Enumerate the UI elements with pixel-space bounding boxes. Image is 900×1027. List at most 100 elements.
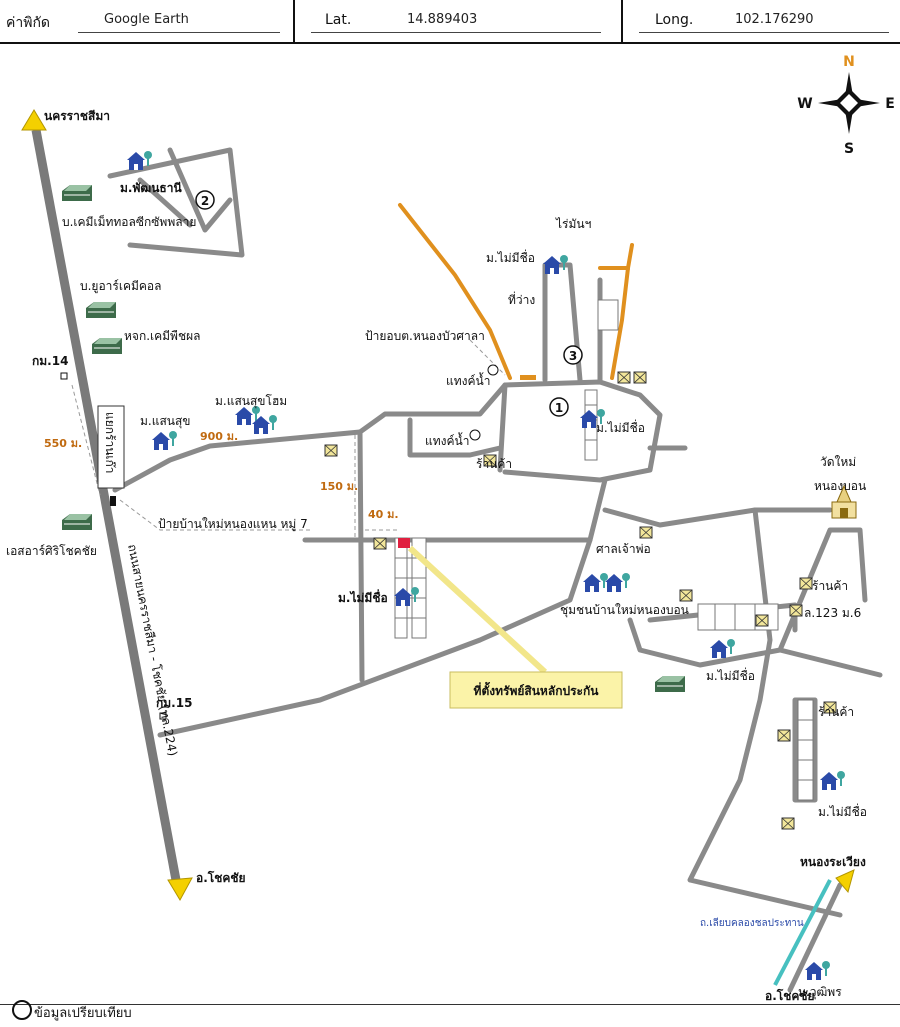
- location-map: ที่ตั้งทรัพย์สินหลักประกัน: [6, 54, 895, 1003]
- label-sansukhome: ม.แสนสุขโฮม: [215, 394, 287, 409]
- marker-1-icon: [549, 397, 569, 417]
- coord-label: ค่าพิกัด: [6, 15, 51, 31]
- label-km15: กม.15: [156, 696, 192, 710]
- house-icon: [543, 255, 568, 274]
- house-icon: [605, 573, 630, 592]
- shop-icon: [617, 371, 631, 384]
- factory-icon: [85, 301, 117, 319]
- label-chem-co: บ.เคมีเม็ททอลซีกซัพพลาย: [62, 214, 196, 229]
- lot-grids: [394, 299, 814, 801]
- marker-1-label: 1: [555, 401, 563, 415]
- compass-w: W: [797, 96, 812, 112]
- label-shop-2: ร้านค้า: [812, 579, 848, 593]
- label-sor-siri: เอสอาร์ศิริโชคชัย: [6, 544, 97, 558]
- collateral-label: ที่ตั้งทรัพย์สินหลักประกัน: [474, 681, 600, 698]
- orange-roads: [398, 203, 634, 380]
- distance-40: 40 ม.: [368, 508, 399, 521]
- shop-icon: [755, 614, 769, 627]
- compass-n: N: [843, 54, 855, 70]
- footer-label: ข้อมูลเปรียบเทียบ: [34, 1006, 132, 1021]
- long-underline: [639, 32, 889, 33]
- label-water-tank-1: แทงค์น้ำ: [446, 372, 490, 388]
- shop-icon: [633, 371, 647, 384]
- lat-underline: [311, 32, 601, 33]
- label-chokchai-left: อ.โชคชัย: [196, 870, 246, 885]
- water-tank-icon: [469, 429, 481, 441]
- header-bar: ค่าพิกัด Google Earth Lat. 14.889403 Lon…: [0, 0, 900, 44]
- house-icon: [820, 771, 845, 790]
- house-icon: [583, 573, 608, 592]
- label-km14: กม.14: [32, 354, 68, 368]
- house-icon: [152, 431, 177, 450]
- distance-900: 900 ม.: [200, 430, 238, 443]
- label-pesticide: หจก.เคมีพืชผล: [124, 329, 201, 343]
- shop-icon: [679, 589, 693, 602]
- footer-divider: [0, 1004, 900, 1005]
- label-nongrawiang: หนองระเวียง: [800, 855, 866, 869]
- label-noname-center: ม.ไม่มีชื่อ: [596, 419, 645, 435]
- distance-150: 150 ม.: [320, 480, 358, 493]
- marker-2-icon: [195, 190, 215, 210]
- marker-3-label: 3: [569, 349, 577, 363]
- label-sansuk: ม.แสนสุข: [140, 414, 191, 429]
- distance-labels: 550 ม. 900 ม. 150 ม. 40 ม.: [44, 430, 399, 521]
- sign-post-icon: [110, 496, 116, 506]
- lat-value: 14.889403: [407, 12, 478, 27]
- callout-pointer: [407, 545, 548, 675]
- label-rai-man: ไร่มันฯ: [555, 217, 591, 231]
- footer-circle-icon: [12, 1000, 32, 1020]
- header-long-cell: Long. 102.176290: [623, 0, 900, 42]
- compass-rose-icon: N S W E: [797, 54, 895, 157]
- label-shop-1: ร้านค้า: [476, 457, 512, 471]
- label-shop-3: ร้านค้า: [818, 705, 854, 719]
- label-nakhon: นครราชสีมา: [44, 109, 110, 123]
- label-canal: ถ.เลียบคลองชลประทาน: [700, 917, 804, 929]
- collateral-label-box: [449, 671, 623, 709]
- factory-icon: [61, 184, 93, 202]
- shop-icon: [789, 604, 803, 617]
- marker-3-icon: [563, 345, 583, 365]
- junction-label-box: [97, 405, 125, 489]
- shop-icon: [373, 537, 387, 550]
- highway-224: [21, 109, 193, 902]
- junction-label: แยกร้านเก๊า: [103, 412, 117, 474]
- label-water-tank-2: แทงค์น้ำ: [425, 432, 469, 448]
- factory-icon: [654, 675, 686, 693]
- label-yuar: บ.ยูอาร์เคมีคอล: [80, 279, 161, 294]
- km-marker-icon: [159, 712, 167, 720]
- label-noname-sub: ม.ไม่มีชื่อ: [338, 589, 388, 605]
- label-pattana: ม.พัฒนธานี: [120, 181, 182, 195]
- long-label: Long.: [655, 12, 694, 28]
- long-value: 102.176290: [735, 12, 814, 27]
- label-noname-se: ม.ไม่มีชื่อ: [818, 803, 867, 819]
- distance-550: 550 ม.: [44, 437, 82, 450]
- label-noname-top: ม.ไม่มีชื่อ: [486, 249, 535, 265]
- shop-icon: [799, 577, 813, 590]
- shop-icon: [639, 526, 653, 539]
- label-sign-nonghan: ป้ายบ้านใหม่หนองแหน หมู่ 7: [158, 517, 308, 532]
- water-tank-icon: [487, 364, 499, 376]
- header-lat-cell: Lat. 14.889403: [295, 0, 623, 42]
- house-icon: [710, 639, 735, 658]
- label-shrine: ศาลเจ้าพ่อ: [596, 542, 651, 556]
- km-marker-icon: [60, 372, 68, 380]
- factory-icon: [61, 513, 93, 531]
- temple-icon: [831, 484, 857, 519]
- compass-e: E: [885, 96, 895, 112]
- label-chokchai-bottom: อ.โชคชัย: [765, 988, 815, 1003]
- sign-icon: [520, 375, 536, 380]
- lat-label: Lat.: [325, 12, 352, 28]
- header-source-cell: ค่าพิกัด Google Earth: [0, 0, 295, 42]
- label-watmai: วัดใหม่: [820, 455, 856, 469]
- arrow-south-icon: [167, 877, 193, 902]
- house-icon: [805, 961, 830, 980]
- source-value: Google Earth: [104, 12, 189, 27]
- label-community: ชุมชนบ้านใหม่หนองบอน: [560, 603, 689, 618]
- label-lot123: ล.123 ม.6: [804, 606, 861, 620]
- label-vacant: ที่ว่าง: [508, 291, 535, 307]
- number-markers: 2 1 3: [195, 190, 583, 417]
- label-nongbon: หนองบอน: [814, 479, 866, 493]
- house-icons: [127, 151, 845, 980]
- label-sign-obt: ป้ายอบต.หนองบัวศาลา: [365, 329, 485, 343]
- compass-s: S: [844, 141, 854, 157]
